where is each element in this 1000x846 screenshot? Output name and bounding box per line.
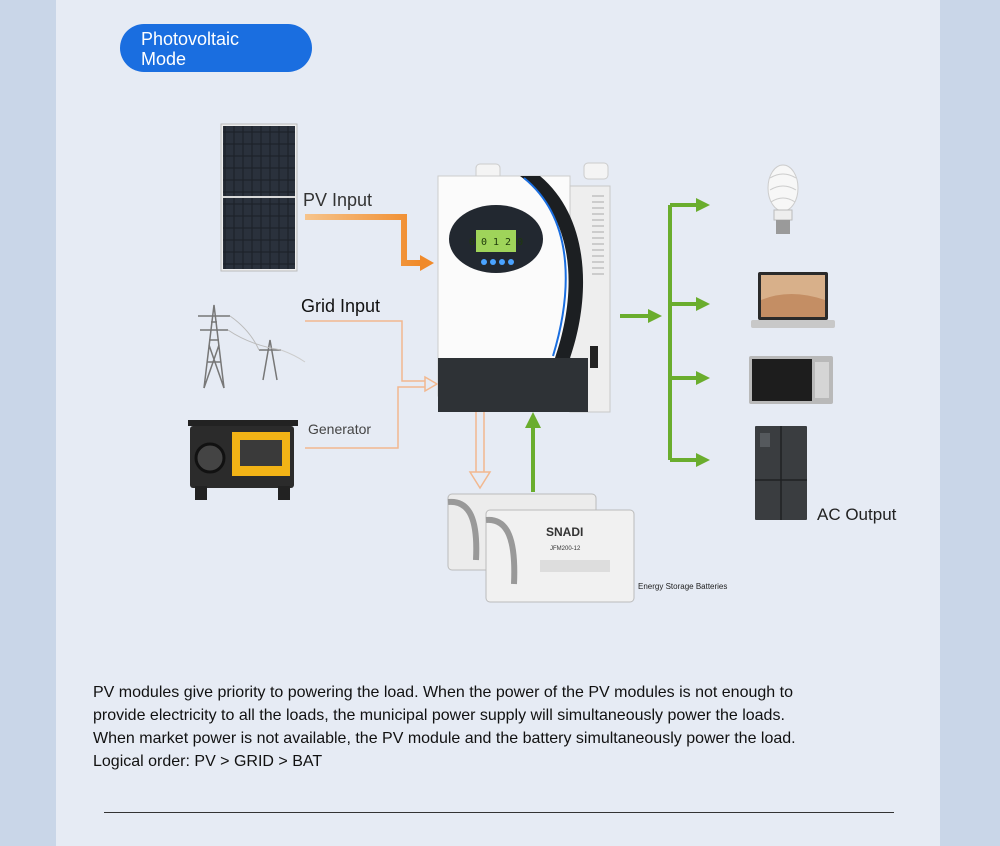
generator-label: Generator <box>308 421 372 437</box>
battery-charge-arrow <box>468 412 492 490</box>
description-line: PV modules give priority to powering the… <box>93 684 793 701</box>
pv-input-label: PV Input <box>303 190 373 210</box>
pv-input-arrow <box>305 214 434 271</box>
grid-input-arrow <box>305 320 439 449</box>
description-line: When market power is not available, the … <box>93 730 796 747</box>
inverter-lcd-readout: 0 0 1 2 0 <box>469 237 523 248</box>
solar-panel-icon <box>220 123 298 272</box>
generator-icon <box>188 420 298 500</box>
laptop-icon <box>751 272 835 328</box>
ac-output-label: AC Output <box>817 505 897 524</box>
battery-icon: SNADI JFM200-12 <box>447 493 635 603</box>
mode-description: PV modules give priority to powering the… <box>93 681 873 773</box>
transmission-tower-icon <box>198 304 306 389</box>
battery-brand-print: SNADI <box>546 525 583 539</box>
mode-title-pill: Photovoltaic Mode <box>120 24 312 72</box>
grid-input-label: Grid Input <box>301 296 381 316</box>
microwave-icon <box>749 356 833 404</box>
battery-discharge-arrow <box>525 412 541 492</box>
divider <box>104 812 894 813</box>
inverter-unit: 0 0 1 2 0 <box>437 162 611 413</box>
refrigerator-icon <box>755 426 807 520</box>
mode-title-line1: Photovoltaic <box>141 29 240 49</box>
description-line: provide electricity to all the loads, th… <box>93 707 785 724</box>
description-line: Logical order: PV > GRID > BAT <box>93 753 323 770</box>
mode-title-line2: Mode <box>141 49 187 69</box>
light-bulb-icon <box>767 164 799 234</box>
battery-label: Energy Storage Batteries <box>638 582 728 591</box>
ac-output-arrows <box>620 198 710 467</box>
battery-model-print: JFM200-12 <box>550 546 581 552</box>
